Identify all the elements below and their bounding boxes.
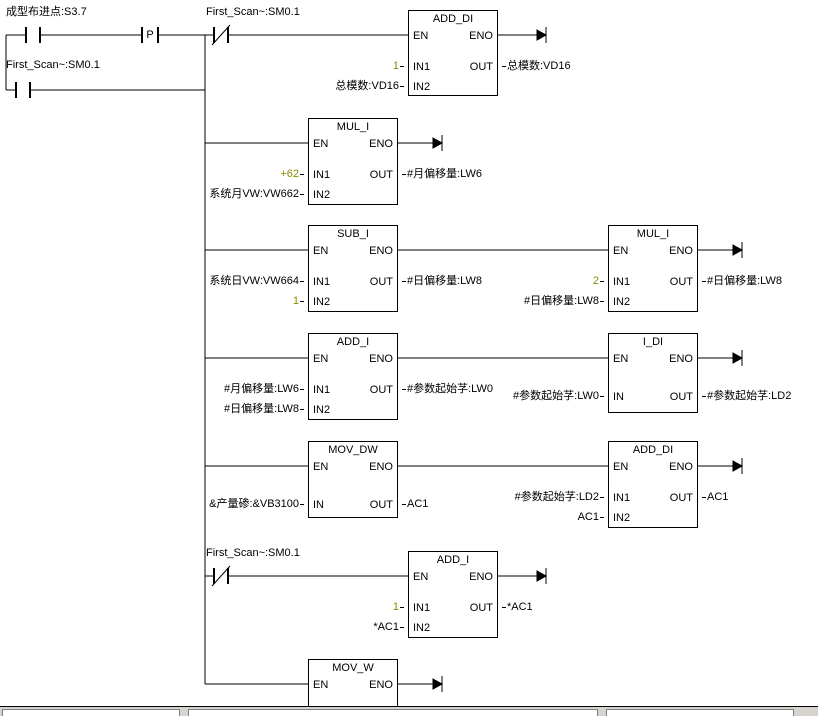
instruction-box-add-i-2[interactable]: ADD_I EN ENO IN1 OUT IN2 (408, 551, 498, 638)
background-window-edge[interactable] (188, 709, 598, 716)
pin-eno: ENO (369, 679, 393, 691)
pin-in2: IN2 (313, 404, 331, 416)
pin-en: EN (613, 245, 629, 257)
box-title: ADD_I (336, 336, 370, 348)
pin-eno: ENO (369, 353, 393, 365)
operand-out[interactable]: AC1 (702, 491, 728, 503)
operand-in1[interactable]: 1 (204, 601, 404, 613)
pin-in1: IN1 (413, 602, 431, 614)
box-title: MOV_W (332, 662, 374, 674)
pin-eno: ENO (669, 353, 693, 365)
pin-in1: IN1 (613, 492, 631, 504)
pin-eno: ENO (469, 30, 493, 42)
pin-out: OUT (369, 169, 393, 181)
operand-in1[interactable]: +62 (104, 168, 304, 180)
pin-out: OUT (669, 492, 693, 504)
pin-out: OUT (669, 391, 693, 403)
operand-out[interactable]: 总模数:VD16 (502, 60, 571, 72)
operand-in2[interactable]: *AC1 (204, 621, 404, 633)
operand-in2[interactable]: AC1 (404, 511, 604, 523)
pin-en: EN (613, 461, 629, 473)
edge-contact-p-label[interactable]: P (146, 29, 154, 41)
operand-in2[interactable]: 总模数:VD16 (204, 80, 404, 92)
pin-out: OUT (369, 276, 393, 288)
background-window-edge[interactable] (2, 709, 180, 716)
pin-en: EN (313, 138, 329, 150)
instruction-box-add-di-1[interactable]: ADD_DI EN ENO IN1 OUT IN2 (408, 10, 498, 96)
pin-out: OUT (369, 384, 393, 396)
operand-in2[interactable]: 1 (104, 295, 304, 307)
pin-in2: IN2 (313, 189, 331, 201)
box-title: ADD_I (436, 554, 470, 566)
pin-in: IN (313, 499, 324, 511)
pin-en: EN (313, 679, 329, 691)
instruction-box-add-di-2[interactable]: ADD_DI EN ENO IN1 OUT IN2 (608, 441, 698, 528)
wires (5, 34, 730, 685)
instruction-box-mul-i-2[interactable]: MUL_I EN ENO IN1 OUT IN2 (608, 225, 698, 312)
pin-in1: IN1 (313, 169, 331, 181)
pin-out: OUT (369, 499, 393, 511)
box-title: MOV_DW (328, 444, 378, 456)
contact-label-first-scan-nc[interactable]: First_Scan~:SM0.1 (206, 547, 300, 559)
instruction-box-mul-i-1[interactable]: MUL_I EN ENO IN1 OUT IN2 (308, 118, 398, 205)
contact-label-first-scan-nc[interactable]: First_Scan~:SM0.1 (206, 6, 300, 18)
nc-contact-slashes (211, 24, 231, 587)
window-bottom-strip (0, 706, 818, 716)
instruction-box-sub-i[interactable]: SUB_I EN ENO IN1 OUT IN2 (308, 225, 398, 312)
pin-en: EN (313, 461, 329, 473)
contact-symbols[interactable] (15, 27, 229, 584)
box-title: I_DI (642, 336, 664, 348)
pin-en: EN (313, 245, 329, 257)
box-title: ADD_DI (432, 13, 474, 25)
operand-out[interactable]: #日偏移量:LW8 (702, 275, 782, 287)
pin-in: IN (613, 391, 624, 403)
pin-in1: IN1 (613, 276, 631, 288)
operand-in1[interactable]: #参数起始芓:LD2 (404, 491, 604, 503)
pin-in2: IN2 (313, 296, 331, 308)
pin-in2: IN2 (613, 296, 631, 308)
pin-in1: IN1 (313, 384, 331, 396)
operand-in1[interactable]: #月偏移量:LW6 (104, 383, 304, 395)
pin-eno: ENO (369, 245, 393, 257)
pin-eno: ENO (369, 138, 393, 150)
operand-in[interactable]: &产量碜:&VB3100 (104, 498, 304, 510)
pin-in2: IN2 (413, 622, 431, 634)
operand-out[interactable]: #参数起始芓:LD2 (702, 390, 791, 402)
pin-out: OUT (669, 276, 693, 288)
box-title: MUL_I (336, 121, 370, 133)
pin-eno: ENO (369, 461, 393, 473)
pin-in1: IN1 (313, 276, 331, 288)
operand-in[interactable]: #参数起始芓:LW0 (404, 390, 604, 402)
pin-in2: IN2 (613, 512, 631, 524)
pin-out: OUT (469, 61, 493, 73)
pin-in2: IN2 (413, 81, 431, 93)
operand-in1[interactable]: 系统日VW:VW664 (104, 275, 304, 287)
pin-out: OUT (469, 602, 493, 614)
instruction-box-mov-dw[interactable]: MOV_DW EN ENO IN OUT (308, 441, 398, 518)
operand-in1[interactable]: 1 (204, 60, 404, 72)
pin-en: EN (313, 353, 329, 365)
background-window-edge[interactable] (606, 709, 794, 716)
box-title: MUL_I (636, 228, 670, 240)
contact-label-first-scan[interactable]: First_Scan~:SM0.1 (6, 59, 100, 71)
pin-en: EN (613, 353, 629, 365)
contact-label-s3-7[interactable]: 成型布进点:S3.7 (6, 6, 87, 18)
pin-eno: ENO (669, 245, 693, 257)
operand-in2[interactable]: #日偏移量:LW8 (404, 295, 604, 307)
pin-in1: IN1 (413, 61, 431, 73)
pin-eno: ENO (469, 571, 493, 583)
instruction-box-i-di[interactable]: I_DI EN ENO IN OUT (608, 333, 698, 413)
operand-in2[interactable]: 系统月VW:VW662 (104, 188, 304, 200)
operand-in1[interactable]: 2 (404, 275, 604, 287)
box-title: ADD_DI (632, 444, 674, 456)
pin-en: EN (413, 30, 429, 42)
box-title: SUB_I (337, 228, 369, 240)
pin-eno: ENO (669, 461, 693, 473)
instruction-box-add-i-1[interactable]: ADD_I EN ENO IN1 OUT IN2 (308, 333, 398, 420)
pin-en: EN (413, 571, 429, 583)
operand-out[interactable]: #月偏移量:LW6 (402, 168, 482, 180)
operand-in2[interactable]: #日偏移量:LW8 (104, 403, 304, 415)
operand-out[interactable]: *AC1 (502, 601, 533, 613)
